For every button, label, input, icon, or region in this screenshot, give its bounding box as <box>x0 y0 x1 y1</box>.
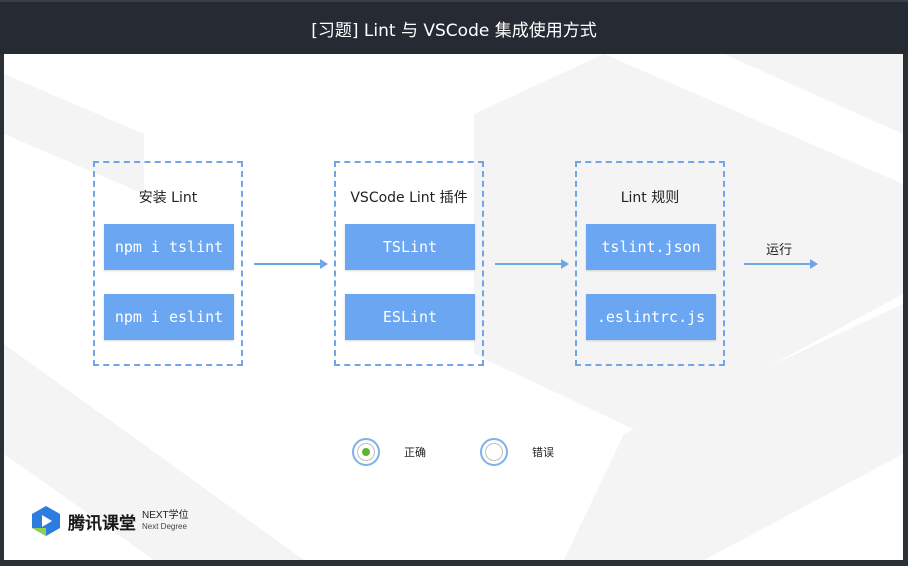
chip-tslint[interactable]: TSLint <box>345 224 475 270</box>
chip-eslintrc-js[interactable]: .eslintrc.js <box>586 294 716 340</box>
brand-sub: NEXT学位 Next Degree <box>142 511 189 531</box>
brand-sub-line1: NEXT学位 <box>142 510 189 521</box>
option-correct-label: 正确 <box>404 446 426 459</box>
group-install-lint: 安装 Lint npm i tslint npm i eslint <box>93 161 243 366</box>
play-logo-icon <box>32 506 60 536</box>
arrow-right-icon <box>254 259 328 269</box>
page-title-bar: [习题] Lint 与 VSCode 集成使用方式 <box>0 0 908 54</box>
group-lint-rules: Lint 规则 tslint.json .eslintrc.js <box>575 161 725 366</box>
radio-selected-dot <box>362 448 370 456</box>
chip-tslint-json[interactable]: tslint.json <box>586 224 716 270</box>
group-title: 安装 Lint <box>138 190 198 206</box>
run-label: 运行 <box>766 243 793 258</box>
option-correct[interactable]: 正确 <box>352 438 426 466</box>
option-wrong-label: 错误 <box>532 446 554 459</box>
radio-inner <box>357 443 375 461</box>
chip-npm-eslint[interactable]: npm i eslint <box>104 294 234 340</box>
group-title: Lint 规则 <box>620 190 680 206</box>
group-title: VSCode Lint 插件 <box>350 190 468 206</box>
chip-npm-tslint[interactable]: npm i tslint <box>104 224 234 270</box>
arrow-right-icon <box>744 259 818 269</box>
page-title: [习题] Lint 与 VSCode 集成使用方式 <box>311 20 597 41</box>
group-vscode-plugin: VSCode Lint 插件 TSLint ESLint <box>334 161 484 366</box>
brand-logo: 腾讯课堂 NEXT学位 Next Degree <box>30 506 189 536</box>
slide-canvas: 安装 Lint npm i tslint npm i eslint VSCode… <box>4 54 903 560</box>
brand-name: 腾讯课堂 <box>68 513 136 534</box>
brand-sub-line2: Next Degree <box>142 522 187 531</box>
arrow-right-icon <box>495 259 569 269</box>
radio-correct[interactable] <box>352 438 380 466</box>
radio-inner <box>485 443 503 461</box>
option-wrong[interactable]: 错误 <box>480 438 554 466</box>
radio-wrong[interactable] <box>480 438 508 466</box>
chip-eslint[interactable]: ESLint <box>345 294 475 340</box>
